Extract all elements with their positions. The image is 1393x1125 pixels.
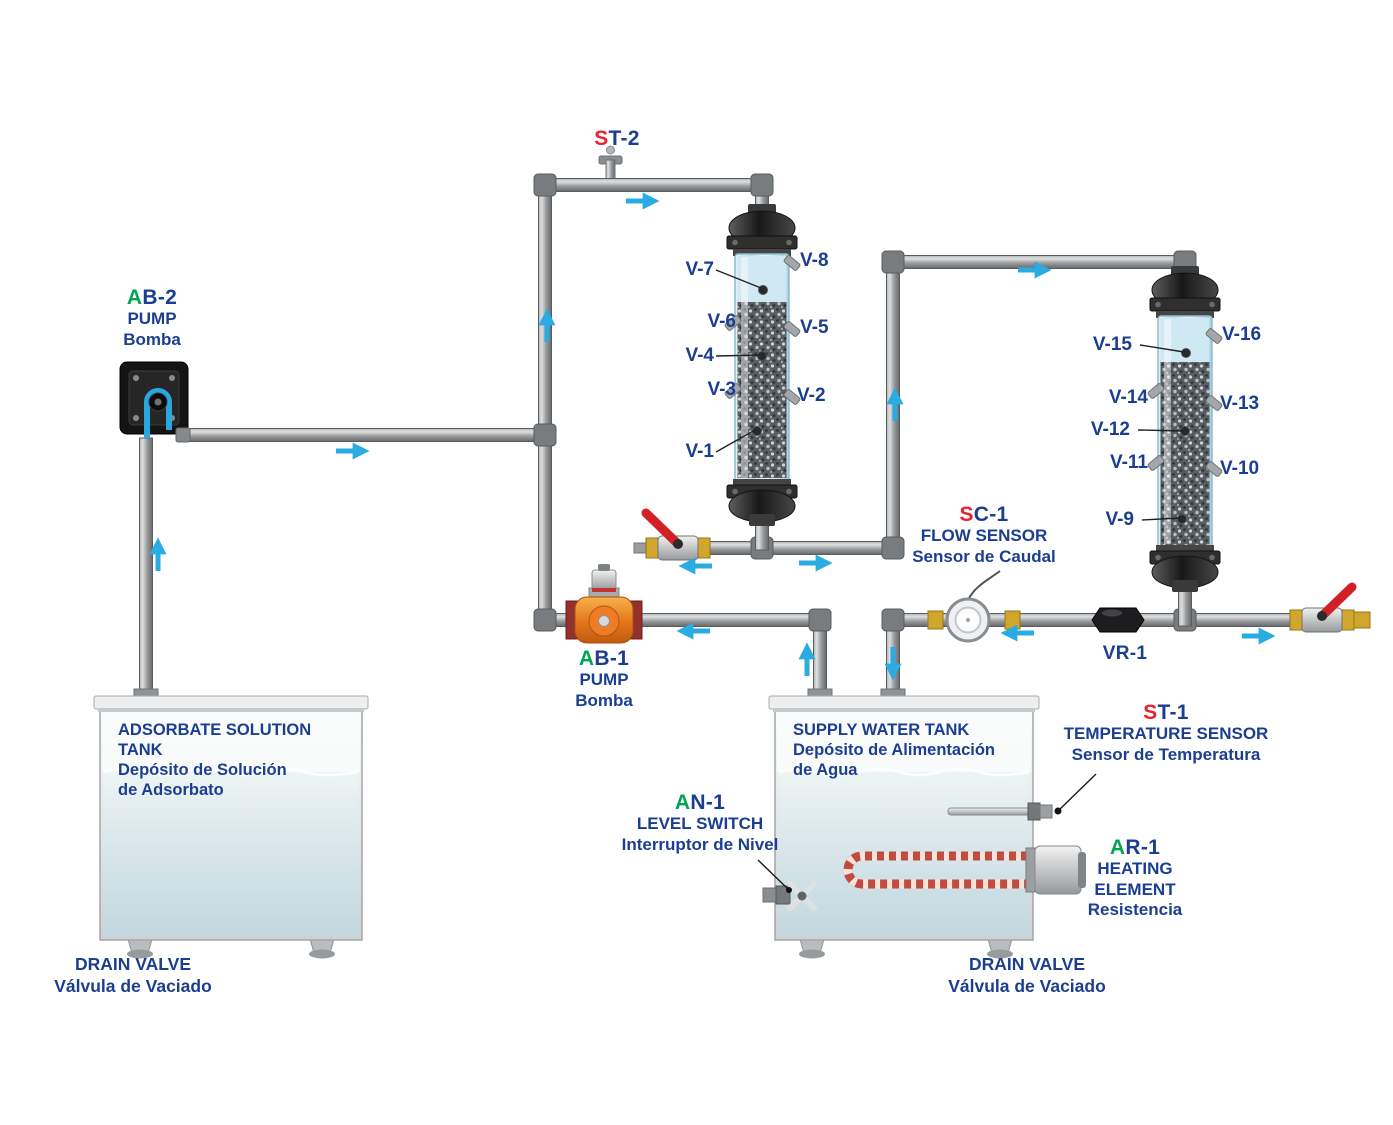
ab2-name-es: Bomba — [123, 329, 181, 349]
drain-right-en: DRAIN VALVE — [968, 954, 1086, 974]
ar1-id: AR-1 — [1055, 836, 1215, 859]
adsorbate-tank-title-es-1: Depósito de Solución — [118, 761, 287, 779]
ar1-id-prefix: A — [1109, 836, 1126, 859]
label-an1: AN-1 LEVEL SWITCH Interruptor de Nivel — [590, 791, 810, 855]
label-v5: V-5 — [800, 317, 829, 338]
label-v4: V-4 — [685, 345, 714, 366]
label-v11: V-11 — [1109, 452, 1148, 473]
supply-tank-title: SUPPLY WATER TANK Depósito de Alimentaci… — [793, 720, 1023, 780]
ab1-id-prefix: A — [578, 647, 595, 670]
drain-label-right: DRAIN VALVE Válvula de Vaciado — [924, 953, 1130, 997]
ab2-id: AB-2 — [92, 286, 212, 309]
label-v12: V-12 — [1090, 419, 1130, 440]
sc1-id: SC-1 — [879, 503, 1089, 526]
label-v2: V-2 — [797, 385, 826, 406]
label-ab1: AB-1 PUMP Bomba — [544, 647, 664, 711]
label-v16: V-16 — [1222, 324, 1262, 345]
pump-ab2 — [119, 361, 191, 443]
st1-id-prefix: S — [1143, 701, 1158, 724]
st1-id: ST-1 — [1040, 701, 1292, 724]
ab2-name-en: PUMP — [127, 309, 177, 328]
label-v10: V-10 — [1220, 458, 1260, 479]
vr1-id: VR-1 — [1102, 643, 1148, 664]
adsorption-column-2 — [1147, 266, 1223, 627]
column1-drain-valve — [641, 508, 711, 561]
label-sc1: SC-1 FLOW SENSOR Sensor de Caudal — [879, 503, 1089, 567]
label-v15: V-15 — [1092, 334, 1132, 355]
drain-right-es: Válvula de Vaciado — [948, 976, 1106, 996]
st2-id-rest: T-2 — [608, 127, 640, 150]
st2-id: ST-2 — [577, 127, 657, 150]
sc1-name-es: Sensor de Caudal — [912, 546, 1056, 566]
sc1-name-en: FLOW SENSOR — [920, 526, 1048, 545]
label-v13: V-13 — [1220, 393, 1260, 414]
label-st1: ST-1 TEMPERATURE SENSOR Sensor de Temper… — [1040, 701, 1292, 765]
ab1-name-es: Bomba — [575, 690, 633, 710]
label-v8: V-8 — [800, 250, 829, 271]
ar1-id-rest: R-1 — [1125, 836, 1161, 859]
an1-name-en: LEVEL SWITCH — [636, 814, 764, 833]
flow-direction-arrows — [149, 192, 1276, 681]
label-ar1: AR-1 HEATING ELEMENT Resistencia — [1055, 836, 1215, 921]
ab1-name-en: PUMP — [579, 670, 629, 689]
ar1-name-en-2: ELEMENT — [1094, 879, 1176, 899]
label-v7: V-7 — [685, 259, 714, 280]
adsorption-column-1 — [724, 204, 801, 551]
ab2-id-prefix: A — [126, 286, 143, 309]
adsorbate-tank-title-es-2: de Adsorbato — [118, 781, 224, 799]
label-v3: V-3 — [707, 379, 736, 400]
adsorbate-tank-title: ADSORBATE SOLUTION TANK Depósito de Solu… — [118, 720, 348, 800]
pump-ab1 — [565, 564, 643, 644]
ar1-name-es: Resistencia — [1087, 900, 1183, 919]
st1-name-es: Sensor de Temperatura — [1071, 744, 1261, 764]
supply-tank-title-es-2: de Agua — [793, 761, 858, 779]
label-v6: V-6 — [707, 311, 736, 332]
valve-leader-lines — [715, 269, 1185, 521]
adsorbate-tank-title-en-2: TANK — [118, 741, 163, 759]
supply-tank-title-es-1: Depósito de Alimentación — [793, 741, 995, 759]
label-ab2: AB-2 PUMP Bomba — [92, 286, 212, 350]
ab1-id-rest: B-1 — [594, 647, 630, 670]
drain-label-left: DRAIN VALVE Válvula de Vaciado — [30, 953, 236, 997]
an1-name-es: Interruptor de Nivel — [621, 834, 779, 854]
an1-id-rest: N-1 — [690, 791, 726, 814]
label-v1: V-1 — [685, 441, 714, 462]
ar1-name-en-1: HEATING — [1097, 859, 1173, 878]
flow-sensor-sc1 — [927, 570, 1021, 643]
valve-vr1 — [1091, 607, 1145, 633]
label-v9: V-9 — [1105, 509, 1134, 530]
right-outlet-valve — [1289, 582, 1371, 633]
st2-id-prefix: S — [594, 127, 609, 150]
level-switch — [757, 859, 817, 911]
adsorbate-tank-title-en-1: ADSORBATE SOLUTION — [118, 721, 312, 739]
sc1-id-prefix: S — [959, 503, 974, 526]
sc1-id-rest: C-1 — [973, 503, 1009, 526]
st2-sensor-fitting — [598, 145, 623, 183]
temperature-sensor-probe — [947, 773, 1097, 821]
label-v14: V-14 — [1108, 387, 1148, 408]
heating-element — [843, 845, 1086, 895]
drain-left-es: Válvula de Vaciado — [54, 976, 212, 996]
label-vr1: VR-1 — [1085, 642, 1165, 665]
supply-water-tank — [768, 688, 1040, 959]
st1-id-rest: T-1 — [1157, 701, 1189, 724]
an1-id-prefix: A — [674, 791, 691, 814]
adsorbate-solution-tank — [93, 688, 369, 959]
label-st2: ST-2 — [577, 127, 657, 150]
drain-left-en: DRAIN VALVE — [74, 954, 192, 974]
st1-name-en: TEMPERATURE SENSOR — [1063, 724, 1269, 743]
supply-tank-title-en-1: SUPPLY WATER TANK — [793, 721, 970, 739]
ab1-id: AB-1 — [544, 647, 664, 670]
an1-id: AN-1 — [590, 791, 810, 814]
ab2-id-rest: B-2 — [142, 286, 178, 309]
